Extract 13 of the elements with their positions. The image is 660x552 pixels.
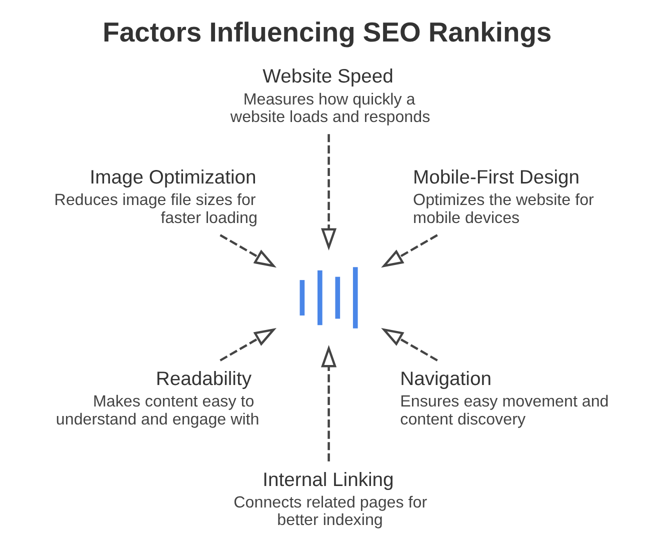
node-text: Mobile-First Design Optimizes the website for mobile devices — [413, 166, 594, 227]
diagram-title: Factors Influencing SEO Rankings — [102, 16, 552, 48]
arrow — [381, 234, 438, 268]
arrow — [381, 328, 438, 362]
node-text: Readability Makes content easy to understand and engage with — [56, 368, 260, 428]
arrow — [320, 134, 337, 250]
node-text: Image Optimization Reduces image file sizes for faster loading — [54, 166, 258, 227]
node-text: Internal Linking Connects related pages for better indexing — [234, 468, 428, 530]
arrow — [220, 328, 276, 362]
arrow — [320, 345, 337, 462]
arrow — [220, 234, 276, 268]
node-text: Website Speed Measures how quickly a website loads and responds — [230, 66, 430, 126]
node-text: Navigation Ensures easy movement and content discovery — [400, 368, 609, 428]
